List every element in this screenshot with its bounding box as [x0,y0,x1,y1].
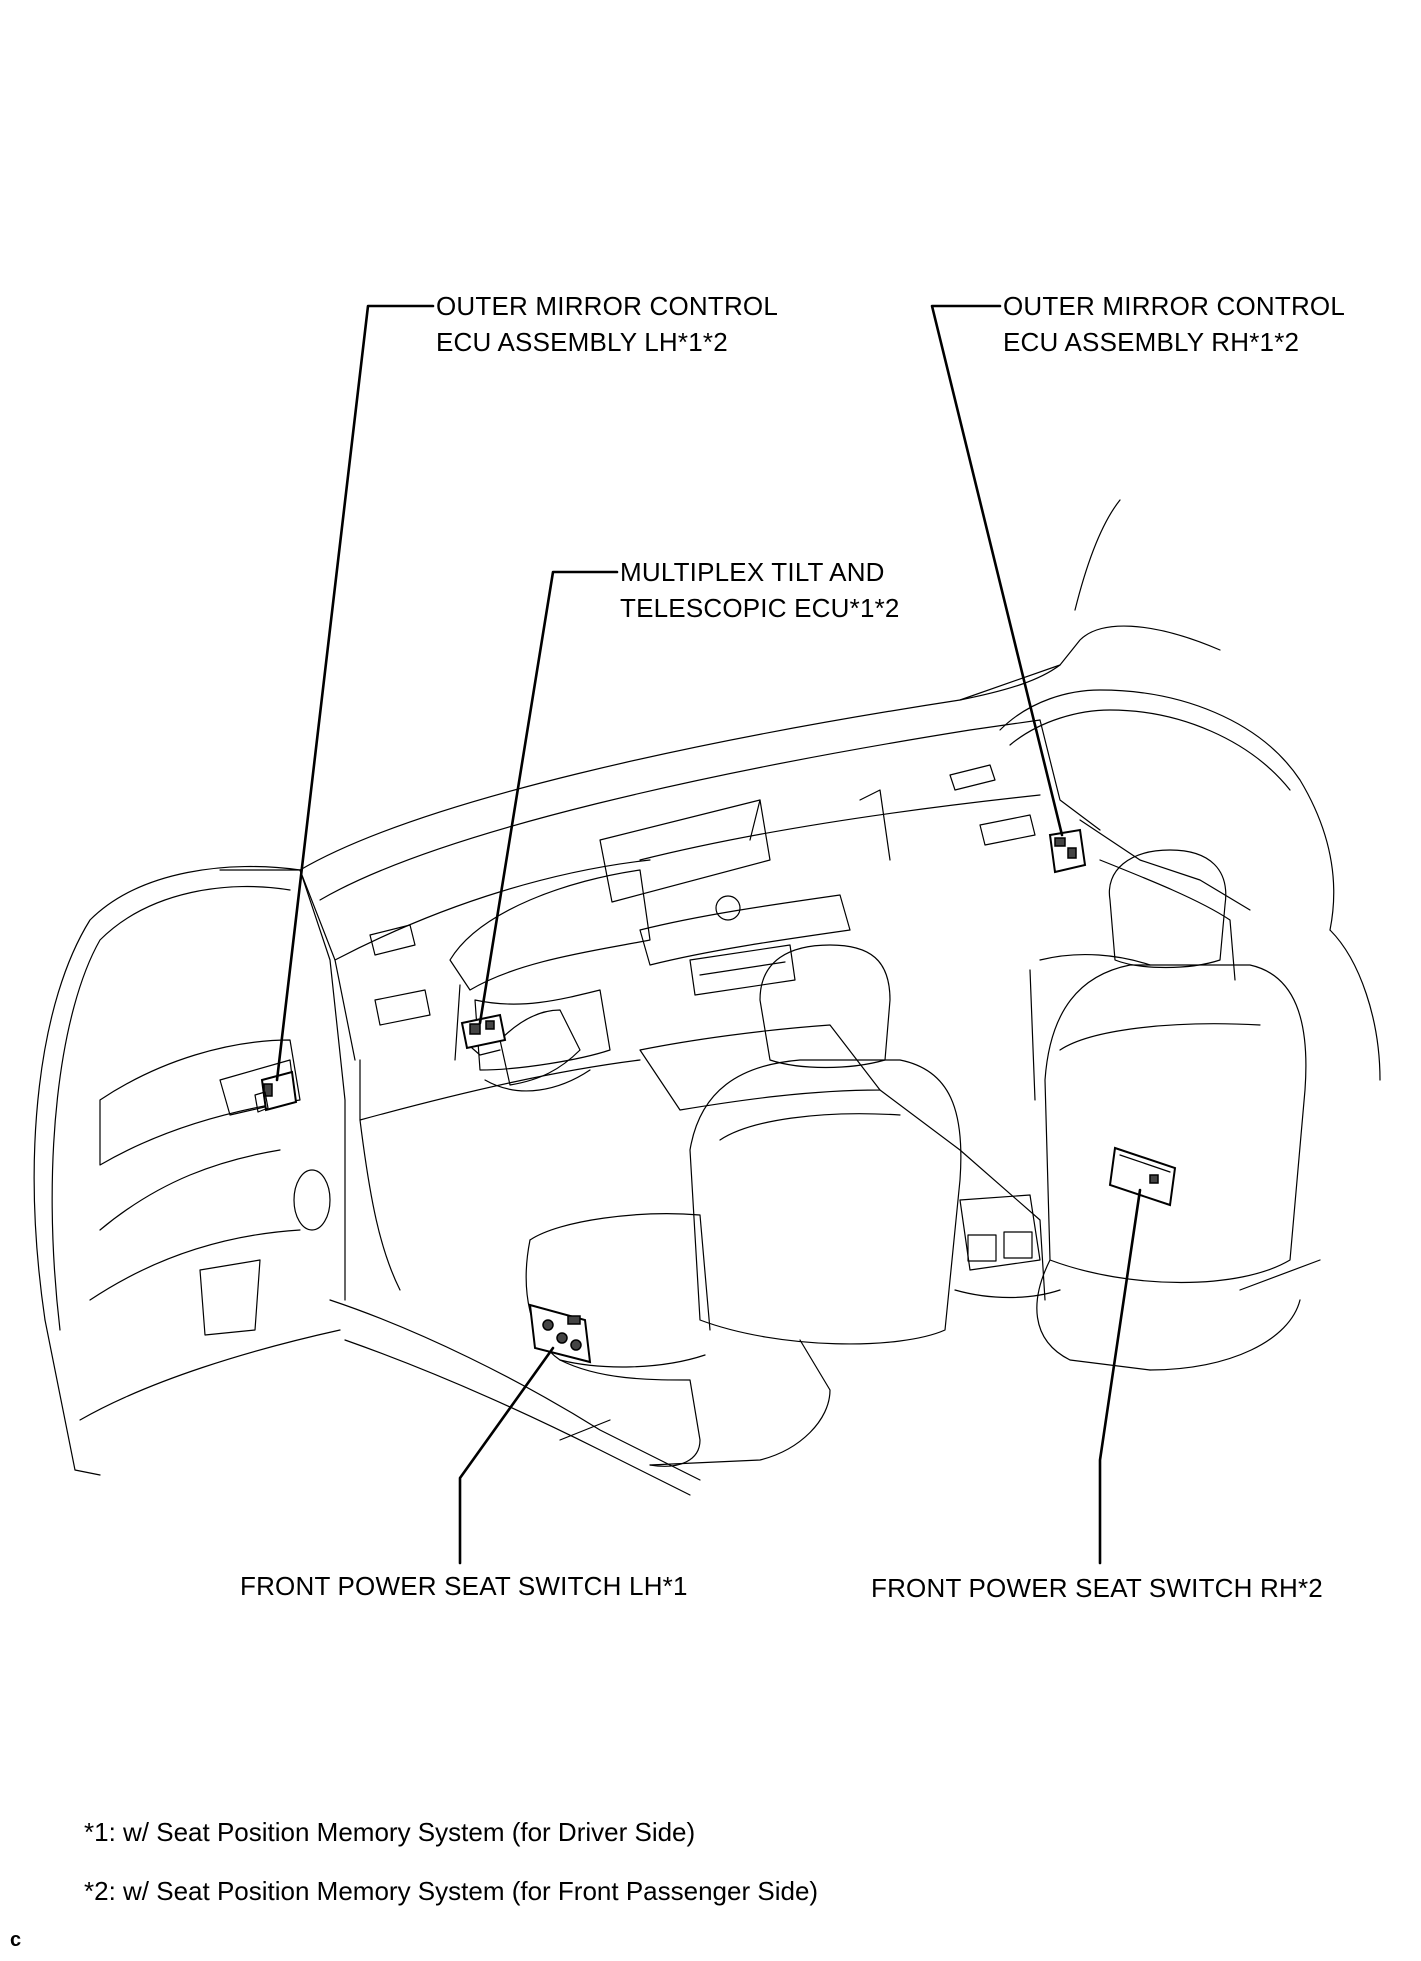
vents [369,764,1036,1026]
label-outer-mirror-ecu-lh: OUTER MIRROR CONTROL ECU ASSEMBLY LH*1*2 [436,288,778,360]
center-console [639,1024,1061,1301]
steering-column [484,1009,591,1092]
center-stack [599,789,891,996]
label-multiplex-tilt-ecu-line2: TELESCOPIC ECU*1*2 [620,593,900,623]
leader-line-seat-rh [1098,1188,1142,1565]
label-multiplex-tilt-ecu: MULTIPLEX TILT AND TELESCOPIC ECU*1*2 [620,554,900,626]
passenger-seat [1036,849,1321,1371]
dashboard-outline [219,499,1221,1121]
outer-mirror-ecu-rh-part [1048,828,1087,874]
leader-line-seat-lh [458,1346,555,1565]
leader-line-tilt [478,570,619,1025]
floor [329,1119,701,1496]
label-outer-mirror-ecu-lh-line2: ECU ASSEMBLY LH*1*2 [436,327,728,357]
label-outer-mirror-ecu-rh-line1: OUTER MIRROR CONTROL [1003,291,1345,321]
multiplex-tilt-ecu-part [460,1013,507,1056]
left-door [33,865,346,1476]
outer-mirror-ecu-lh-part [254,1070,298,1113]
instrument-cluster [449,869,651,1071]
corner-mark: c [10,1929,22,1951]
label-multiplex-tilt-ecu-line1: MULTIPLEX TILT AND [620,557,885,587]
label-front-power-seat-switch-rh: FRONT POWER SEAT SWITCH RH*2 [871,1573,1323,1603]
leader-line-mirror-lh [275,304,435,1082]
label-outer-mirror-ecu-rh-line2: ECU ASSEMBLY RH*1*2 [1003,327,1300,357]
front-power-seat-switch-lh-part [528,1303,592,1364]
label-front-power-seat-switch-lh: FRONT POWER SEAT SWITCH LH*1 [240,1571,688,1601]
front-power-seat-switch-rh-part [1108,1146,1177,1207]
right-door [999,689,1381,1101]
label-outer-mirror-ecu-rh: OUTER MIRROR CONTROL ECU ASSEMBLY RH*1*2 [1003,288,1345,360]
label-outer-mirror-ecu-lh-line1: OUTER MIRROR CONTROL [436,291,778,321]
leader-line-mirror-rh [930,304,1064,837]
footnote-1: *1: w/ Seat Position Memory System (for … [84,1817,696,1847]
footnote-2: *2: w/ Seat Position Memory System (for … [84,1876,819,1906]
driver-seat [525,944,962,1467]
